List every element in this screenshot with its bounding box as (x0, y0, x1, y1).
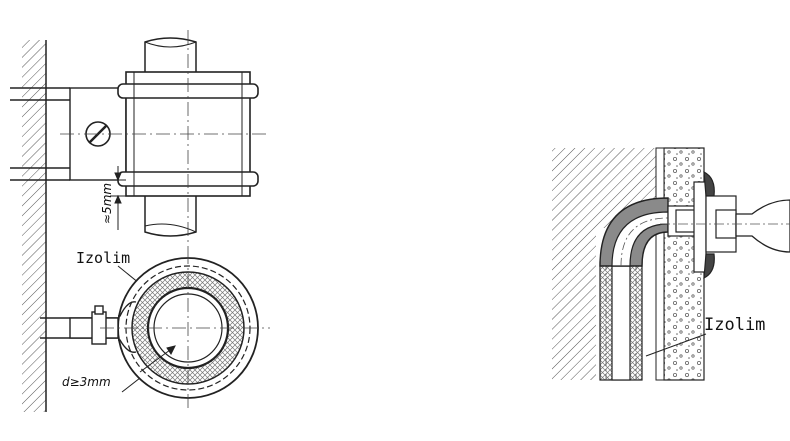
insulation-leader-right (645, 333, 707, 357)
centerlines-top (60, 30, 270, 250)
vertical-pipe (144, 37, 197, 237)
vertical-pipe-insulated (599, 261, 643, 381)
insulation-label-left: Izolim (76, 249, 130, 267)
wall-penetration-figure: Izolim (552, 147, 790, 381)
gap-dimension (110, 166, 126, 230)
wall-lining (655, 147, 665, 381)
insulation-label-right: Izolim (704, 315, 765, 335)
outlet-pipe (735, 199, 790, 253)
thickness-dimension-label: d≥3mm (62, 375, 111, 389)
centerlines-bottom (100, 250, 270, 410)
pipe-elbow (599, 197, 669, 267)
gap-dimension-label: ≈5mm (100, 183, 114, 224)
clamp-ear (69, 301, 137, 353)
pipe-clamp-figure: ≈5mm Izolim d≥3m (10, 30, 270, 412)
wall-hatching (22, 40, 46, 412)
thickness-arrow (121, 345, 176, 393)
